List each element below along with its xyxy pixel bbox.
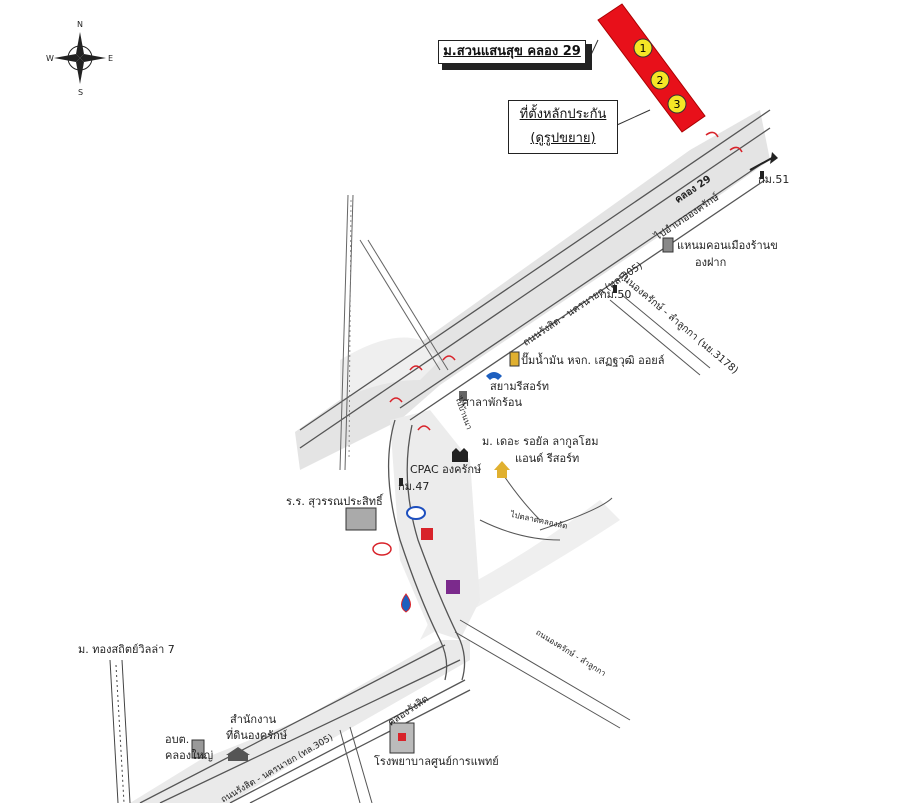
esso-icon xyxy=(406,506,426,520)
plot-3-marker xyxy=(667,94,687,114)
land-office-label: สำนักงาน xyxy=(230,713,277,726)
hospital-cross-icon xyxy=(398,733,406,741)
hospital-label: โรงพยาบาลศูนย์การแพทย์ xyxy=(374,755,499,768)
siam-resort-label: สยามรีสอร์ท xyxy=(490,380,549,393)
school-building-icon xyxy=(345,507,377,531)
site-callout: ที่ตั้งหลักประกัน (ดูรูปขยาย) xyxy=(508,100,618,154)
south-road xyxy=(387,419,466,681)
abt-label-2: คลองใหญ่ xyxy=(165,749,214,762)
km50-label: กม.50 xyxy=(600,288,632,301)
hanam-building-icon xyxy=(662,237,674,253)
left-railway xyxy=(109,659,131,803)
toyota-icon xyxy=(372,542,392,556)
compass-rose xyxy=(54,32,106,84)
thong-village-label: ม. ทองสถิตย์วิลล่า 7 xyxy=(78,643,175,656)
ptt-icon xyxy=(401,593,411,613)
icons xyxy=(191,171,764,761)
compass-n: N xyxy=(77,20,83,29)
land-office-icon xyxy=(226,747,250,761)
siam-resort-icon xyxy=(486,372,502,380)
km50-marker-icon xyxy=(613,285,617,293)
gas-station-label: ปั๊มน้ำมัน หจก. เสฏฐวุฒิ ออยล์ xyxy=(521,354,665,367)
village-label: ม. เดอะ รอยัล ลากูลโฮม xyxy=(482,435,599,448)
compass-w: W xyxy=(46,54,54,63)
compass-e: E xyxy=(108,54,114,63)
junction-marks xyxy=(389,131,743,431)
vertical-lines xyxy=(339,194,449,471)
lower-road-swath xyxy=(130,640,470,803)
shell-icon xyxy=(421,528,433,540)
project-title: ม.สวนแสนสุข คลอง 29 xyxy=(438,40,586,64)
village-label-2: แอนด์ รีสอร์ท xyxy=(515,452,580,465)
side-road-lines xyxy=(454,294,711,729)
plot-1-label: 1 xyxy=(640,42,647,55)
cpac-factory-icon xyxy=(452,448,468,462)
km47-marker-icon xyxy=(399,478,403,486)
plot-2-marker xyxy=(650,70,670,90)
hanam-label: แหนมคอนเมืองร้านข xyxy=(677,239,778,252)
village-house-icon xyxy=(494,461,510,478)
plot-2-label: 2 xyxy=(657,74,664,87)
callout-line-2: (ดูรูปขยาย) xyxy=(530,131,596,146)
lower-road-lines xyxy=(139,644,471,803)
km51-marker-icon xyxy=(760,171,764,179)
plot-markers: 1 2 3 xyxy=(633,38,687,114)
hospital-road xyxy=(339,726,373,803)
plot-3-label: 3 xyxy=(674,98,681,111)
land-office-label-2: ที่ดินองครักษ์ xyxy=(226,729,288,742)
sala-icon xyxy=(459,391,467,401)
cpac-label: CPAC องครักษ์ xyxy=(410,463,482,476)
main-road-lines xyxy=(299,109,771,449)
compass-s: S xyxy=(78,88,84,97)
school-label: ร.ร. สุวรรณประสิทธิ์ xyxy=(286,495,383,508)
gas-pump-icon xyxy=(509,351,520,367)
small-road-ladder xyxy=(348,199,352,461)
hanam-label-2: องฝาก xyxy=(695,256,727,269)
direction-arrow xyxy=(749,152,778,171)
km47-label: กม.47 xyxy=(398,480,430,493)
abt-building-icon xyxy=(191,739,205,759)
callout-line-1: ที่ตั้งหลักประกัน xyxy=(519,107,607,122)
bangchak-icon xyxy=(446,580,460,594)
km51-label: กม.51 xyxy=(758,173,790,186)
plot-1-marker xyxy=(633,38,653,58)
sala-label: ศาลาพักร้อน xyxy=(462,396,523,409)
abt-label: อบต. xyxy=(165,733,190,746)
